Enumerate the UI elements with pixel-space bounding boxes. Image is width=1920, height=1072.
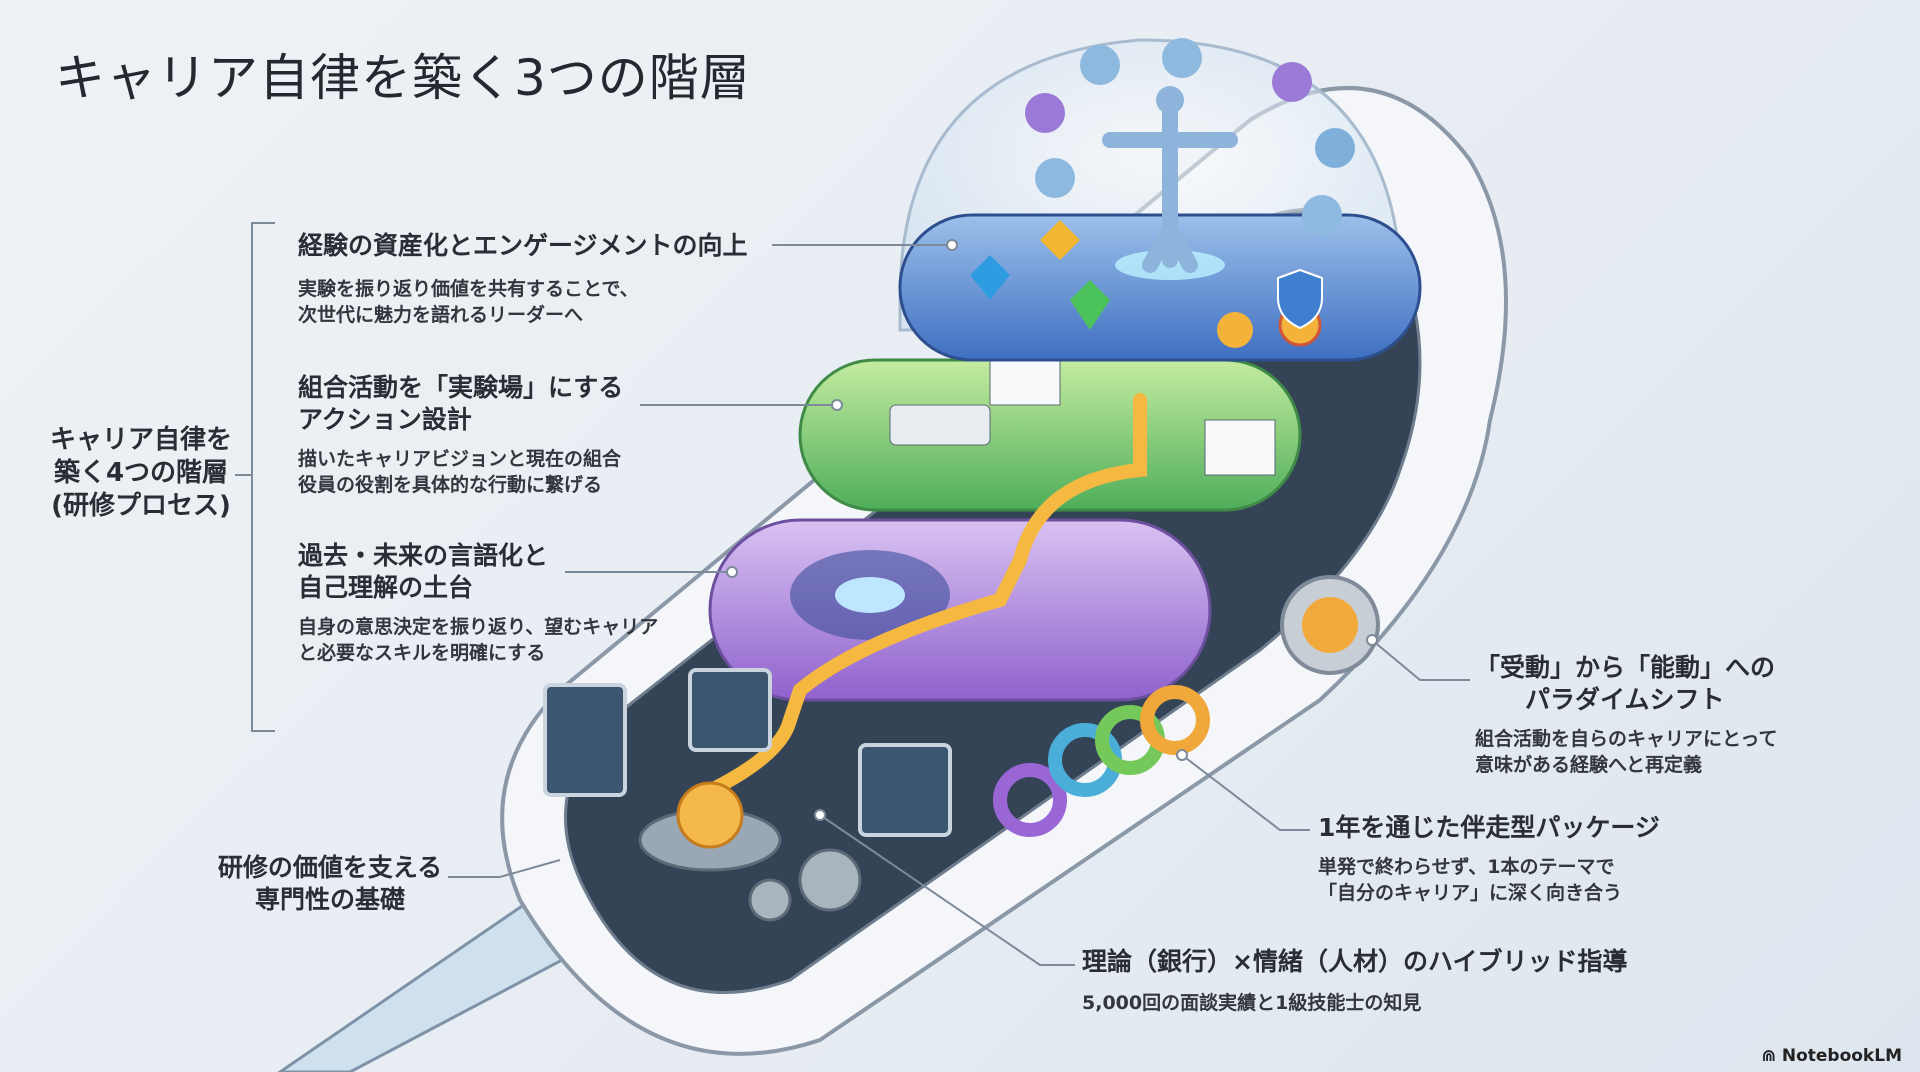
process-label: キャリア自律を 築く4つの階層 (研修プロセス) (50, 425, 233, 521)
point-hybrid-coaching: 理論（銀行）×情緒（人材）のハイブリッド指導 5,000回の面談実績と1級技能士… (1082, 947, 1628, 1014)
layer-item-self-understanding: 過去・未来の言語化と 自己理解の土台 自身の意思決定を振り返り、望むキャリア と… (298, 541, 659, 664)
monitor-icon (858, 743, 952, 837)
page-title: キャリア自律を築く3つの階層 (55, 49, 751, 107)
point-yearlong-package: 1年を通じた伴走型パッケージ 単発で終わらせず、1本のテーマで 「自分のキャリア… (1318, 813, 1660, 904)
callout-lines (448, 239, 1470, 966)
bracket-tick (235, 474, 251, 476)
floating-role-icons (1025, 38, 1355, 235)
foundation-label: 研修の価値を支える 専門性の基礎 (217, 853, 443, 914)
layer-engagement (898, 86, 1422, 362)
brain-core-icon (638, 781, 782, 872)
cycle-rings-icon (993, 685, 1210, 837)
gear-icon (798, 848, 862, 912)
notebooklm-icon: ⋒ (1761, 1046, 1782, 1066)
point-paradigm-shift: 「受動」から「能動」への パラダイムシフト 組合活動を自らのキャリアにとって 意… (1475, 653, 1778, 776)
layer-item-action-design: 組合活動を「実験場」にする アクション設計 描いたキャリアビジョンと現在の組合 … (298, 373, 624, 496)
layer-item-engagement: 経験の資産化とエンゲージメントの向上 実験を振り返り価値を共有することで、 次世… (298, 231, 748, 326)
glow-path (683, 393, 1147, 807)
gear-icon (748, 878, 792, 922)
process-bracket (251, 222, 275, 732)
layer-action-design (798, 358, 1302, 512)
notebooklm-logo: ⋒ NotebookLM (1761, 1046, 1902, 1066)
monitor-icon (543, 683, 627, 797)
monitor-icon (688, 668, 772, 752)
